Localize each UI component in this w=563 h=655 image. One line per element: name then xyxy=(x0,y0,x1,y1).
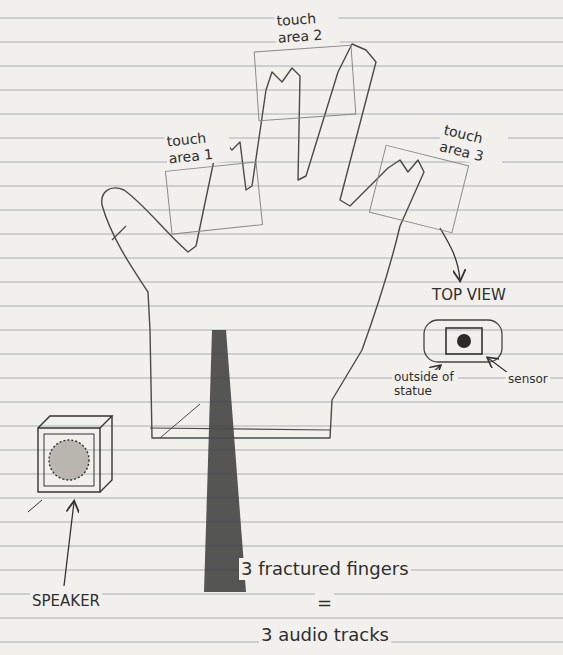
hand-outline xyxy=(102,44,424,438)
note-text: = xyxy=(315,592,334,614)
touch-area-box: touch area 3 xyxy=(369,145,469,234)
speaker-sketch xyxy=(28,416,112,512)
part-label: SPEAKER xyxy=(30,592,102,610)
speaker-arrow xyxy=(64,502,74,586)
view-title: TOP VIEW xyxy=(430,286,508,304)
note-text: 3 audio tracks xyxy=(259,624,391,646)
touch-area-label: touch area 3 xyxy=(436,121,508,170)
sensor xyxy=(457,334,471,348)
sensor-housing xyxy=(446,328,482,354)
touch-area-label: touch area 1 xyxy=(164,128,231,168)
statue-pole xyxy=(204,330,246,592)
part-label: outside of statue xyxy=(392,370,458,399)
part-label: sensor xyxy=(506,372,550,386)
touch-area-label: touch area 2 xyxy=(274,9,340,47)
touch-area-box: touch area 1 xyxy=(165,161,263,234)
note-text: 3 fractured fingers xyxy=(239,558,411,580)
touch-area-box: touch area 2 xyxy=(254,45,357,122)
statue-outline xyxy=(424,320,502,362)
pointer-arrow xyxy=(440,228,460,280)
